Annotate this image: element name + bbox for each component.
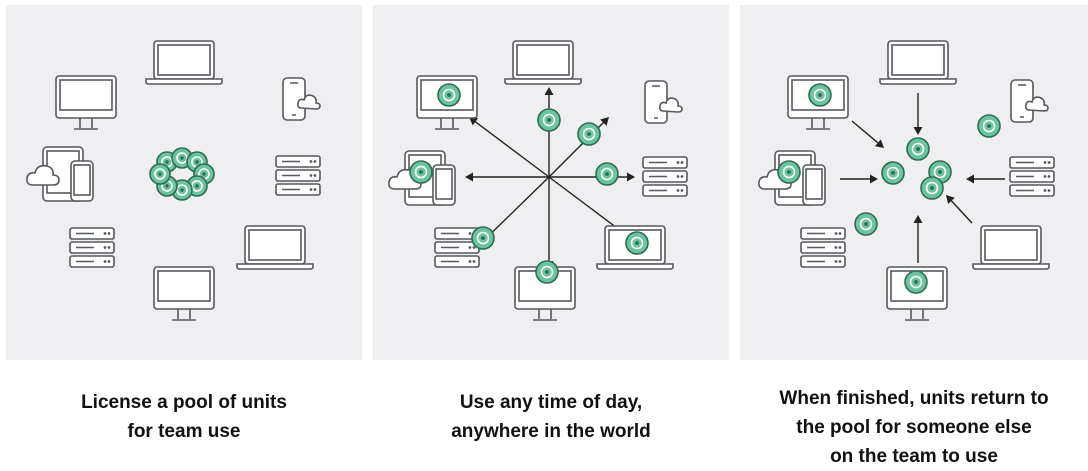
caption-pool: License a pool of units for team use xyxy=(6,388,362,446)
caption-line: Use any time of day, xyxy=(459,392,643,413)
arrow-icon xyxy=(946,195,973,224)
arrow-icon xyxy=(544,177,554,269)
arrow-icon xyxy=(913,215,923,263)
server-icon xyxy=(275,155,321,196)
caption-line: License a pool of units xyxy=(81,392,287,413)
caption-line: on the team to use xyxy=(830,446,998,467)
laptop-icon xyxy=(145,40,223,85)
arrow-icon xyxy=(465,172,549,182)
panel-return-to-pool xyxy=(740,5,1088,360)
panel-use-anywhere xyxy=(373,5,729,360)
tablet-phone-cloud-icon xyxy=(26,146,94,202)
phone-cloud-icon xyxy=(1010,79,1049,123)
caption-line: When finished, units return to xyxy=(779,388,1049,409)
unit-disc-icon xyxy=(920,176,944,200)
laptop-icon xyxy=(504,40,582,85)
unit-pool-cluster xyxy=(149,147,215,201)
phone-cloud-icon xyxy=(644,80,683,124)
server-icon xyxy=(69,227,115,268)
caption-line: the pool for someone else xyxy=(796,417,1032,438)
monitor-icon xyxy=(514,266,576,321)
laptop-icon xyxy=(972,225,1050,270)
unit-disc-icon xyxy=(881,161,905,185)
server-icon xyxy=(800,227,846,268)
monitor-icon xyxy=(153,266,215,321)
caption-line: anywhere in the world xyxy=(451,421,651,442)
unit-disc-icon xyxy=(904,270,928,294)
arrow-icon xyxy=(851,120,884,148)
monitor-icon xyxy=(787,75,849,130)
unit-disc-icon xyxy=(577,122,601,146)
unit-disc-icon xyxy=(535,260,559,284)
laptop-icon xyxy=(596,225,674,270)
unit-disc-icon xyxy=(625,231,649,255)
unit-disc-icon xyxy=(595,162,619,186)
caption-use-anywhere: Use any time of day, anywhere in the wor… xyxy=(373,388,729,446)
laptop-icon xyxy=(879,40,957,85)
unit-disc-icon xyxy=(471,226,495,250)
server-icon xyxy=(642,156,688,197)
server-icon xyxy=(1009,156,1055,197)
arrow-icon xyxy=(469,117,550,178)
monitor-icon xyxy=(55,75,117,130)
panel-pool xyxy=(6,5,362,360)
unit-disc-icon xyxy=(977,114,1001,138)
unit-disc-icon xyxy=(437,83,461,107)
arrow-icon xyxy=(544,87,554,177)
unit-disc-icon xyxy=(409,160,433,184)
arrow-icon xyxy=(549,172,635,182)
unit-disc-icon xyxy=(808,83,832,107)
phone-cloud-icon xyxy=(282,77,321,121)
arrow-icon xyxy=(966,174,1005,184)
arrow-icon xyxy=(913,93,923,135)
laptop-icon xyxy=(236,225,314,270)
caption-return-to-pool: When finished, units return to the pool … xyxy=(740,384,1088,471)
unit-disc-icon xyxy=(854,212,878,236)
caption-line: for team use xyxy=(127,421,241,442)
unit-disc-icon xyxy=(777,160,801,184)
arrow-icon xyxy=(840,174,878,184)
unit-disc-icon xyxy=(537,108,561,132)
unit-disc-icon xyxy=(906,137,930,161)
